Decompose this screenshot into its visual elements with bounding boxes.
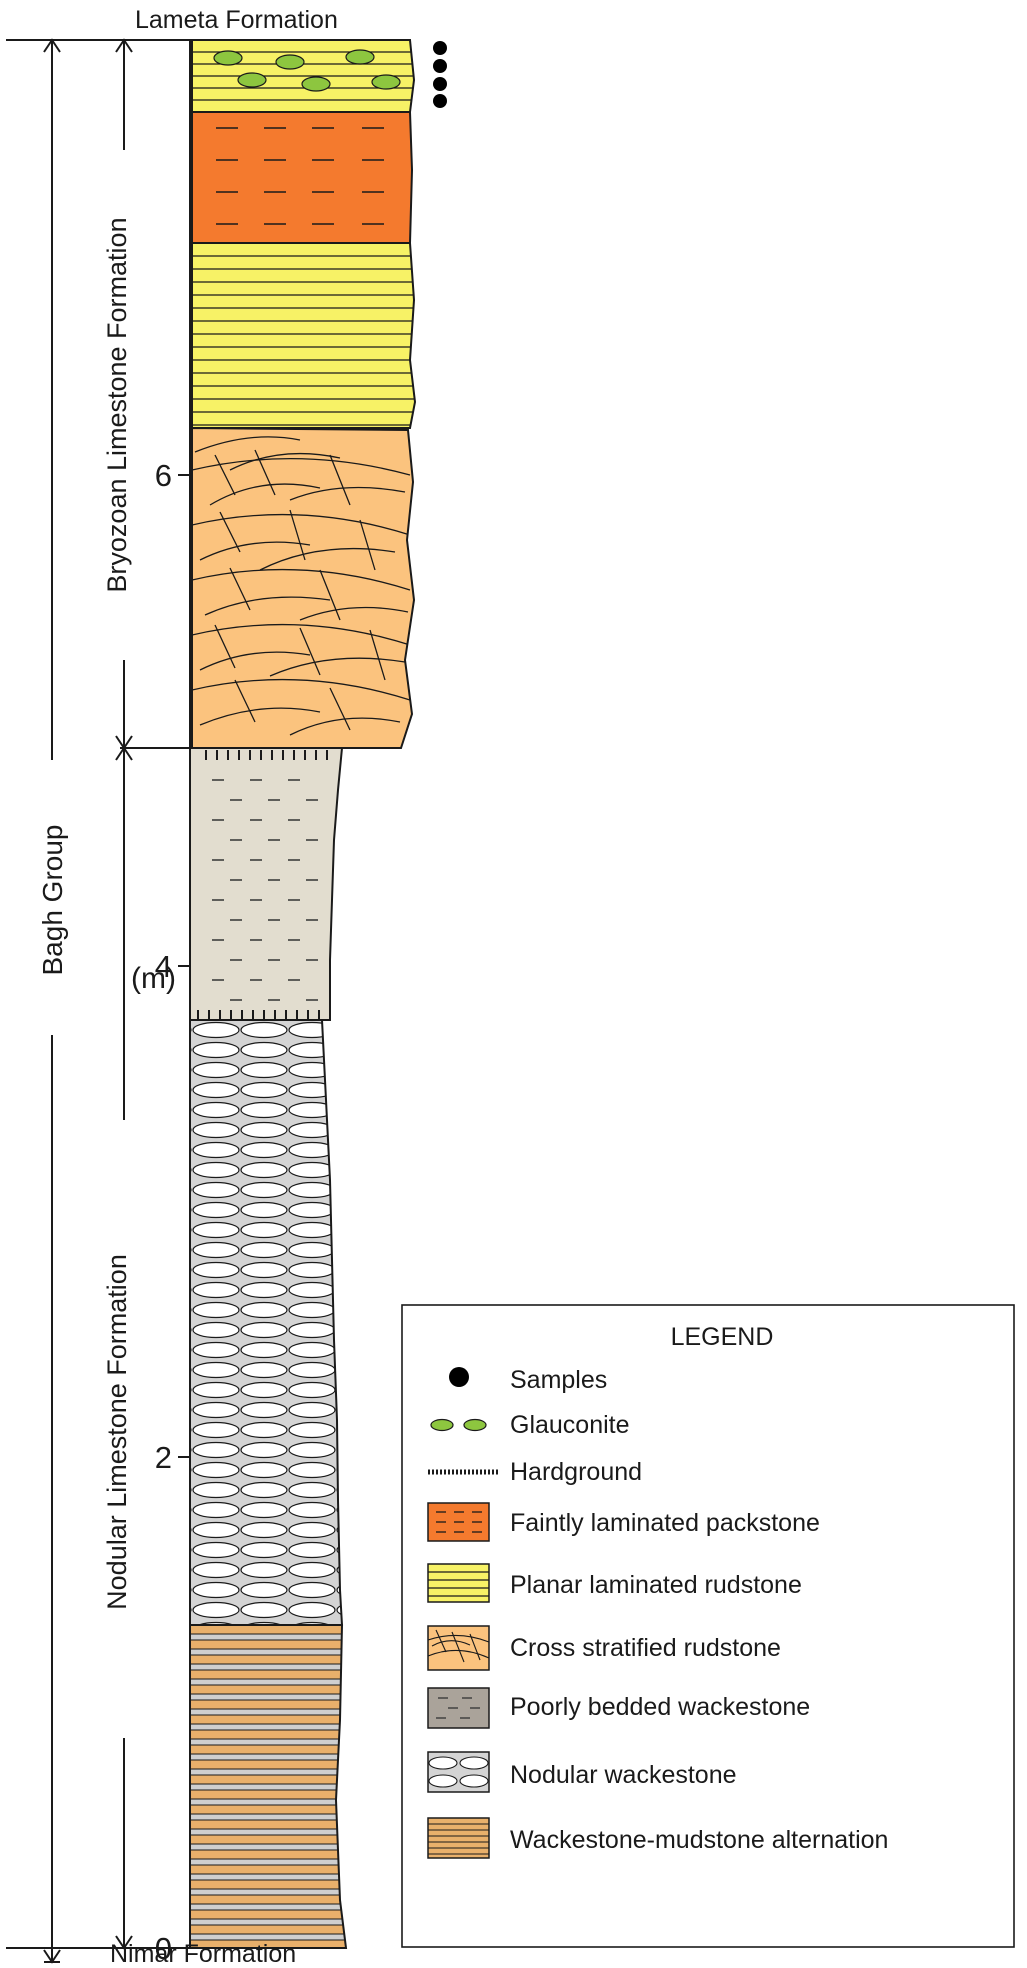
legend-nodular-swatch	[427, 1751, 490, 1793]
legend-packstone-label: Faintly laminated packstone	[510, 1509, 820, 1537]
legend-title: LEGEND	[671, 1323, 774, 1351]
unit-poorly-bedded-wackestone	[189, 747, 344, 1021]
legend-nodular-label: Nodular wackestone	[510, 1761, 737, 1789]
legend-cross-swatch	[427, 1625, 490, 1671]
scale-tick-label: 6	[155, 458, 172, 493]
unit-nodular-wackestone	[189, 1019, 344, 1626]
legend-cross-label: Cross stratified rudstone	[510, 1634, 781, 1662]
unit-wackestone-mudstone-alternation	[190, 1625, 346, 1948]
alternation-bands	[190, 1625, 346, 1948]
lithologic-column	[189, 39, 417, 1949]
legend-glauconite-symbol	[430, 1418, 487, 1432]
scale-tick-label: 0	[155, 1931, 172, 1966]
legend-frame	[401, 1304, 1015, 1948]
glauconite-grains	[213, 49, 401, 92]
cross-stratification-lines	[192, 436, 411, 736]
lower-formation-label: Nodular Limestone Formation	[102, 1254, 132, 1610]
group-label: Bagh Group	[37, 825, 68, 976]
bottom-formation-label: Nimar Formation	[110, 1940, 296, 1968]
legend-samples-symbol	[449, 1367, 469, 1387]
legend-planar-swatch	[427, 1563, 490, 1603]
upper-formation-label: Bryozoan Limestone Formation	[102, 217, 132, 592]
planar-lamination-lines	[192, 255, 415, 426]
scale-unit-label: (m)	[131, 962, 176, 995]
packstone-dashes	[216, 127, 384, 225]
legend-packstone-swatch	[427, 1502, 490, 1542]
legend: LEGEND Samples Glauconite Hardground Fai…	[401, 1304, 1015, 1948]
scale-tick-label: 2	[155, 1440, 172, 1475]
legend-poorly-label: Poorly bedded wackestone	[510, 1693, 810, 1721]
unit-planar-laminated-rudstone	[191, 242, 417, 429]
height-scale: 0246810 (m)	[131, 0, 191, 1966]
legend-planar-label: Planar laminated rudstone	[510, 1571, 802, 1599]
bagh-group-range	[43, 38, 61, 1964]
unit-cross-stratified-rudstone	[191, 426, 416, 749]
hardground-lower	[197, 1010, 320, 1020]
nodular-range	[115, 746, 133, 1950]
sample-markers	[433, 41, 447, 108]
poorly-bedded-dashes	[212, 779, 318, 1001]
legend-poorly-swatch	[427, 1687, 490, 1729]
legend-glauconite-label: Glauconite	[510, 1411, 630, 1439]
hardground-upper	[205, 750, 328, 760]
legend-alternation-label: Wackestone-mudstone alternation	[510, 1826, 888, 1854]
legend-alternation-swatch	[427, 1817, 490, 1859]
scale-tick-label: 4	[155, 949, 172, 984]
legend-samples-label: Samples	[510, 1366, 607, 1394]
scale-ticks: 0246810	[155, 0, 190, 1966]
legend-hardground-label: Hardground	[510, 1458, 642, 1486]
top-formation-label: Lameta Formation	[135, 6, 338, 34]
scale-tick-label: 8	[155, 0, 172, 2]
